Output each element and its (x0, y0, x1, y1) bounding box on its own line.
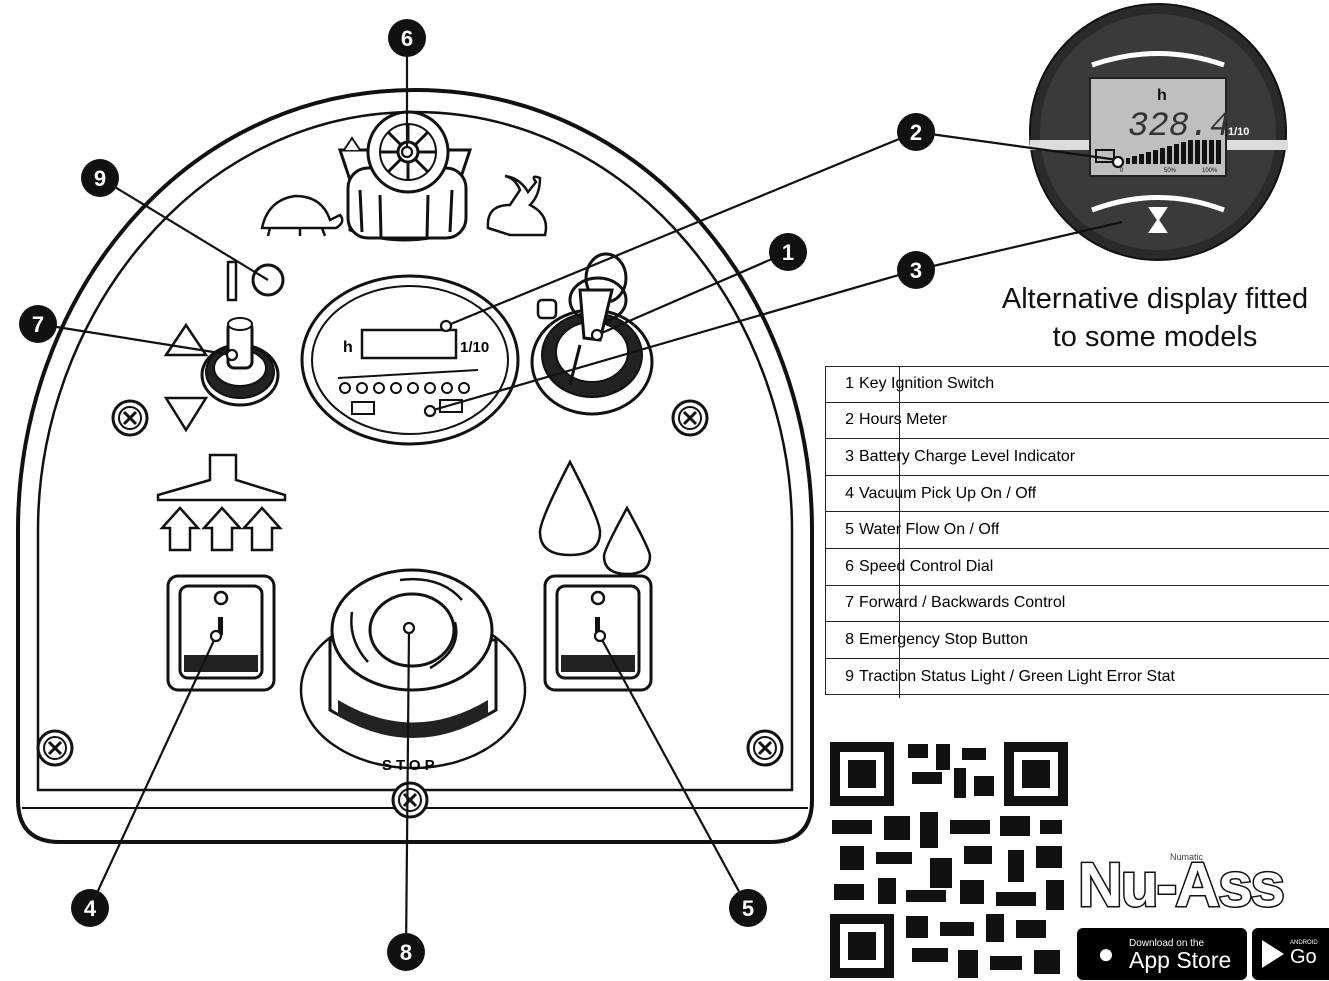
hours-meter: h 1/10 (300, 274, 520, 446)
legend-divider (899, 366, 900, 698)
legend-row: 4 Vacuum Pick Up On / Off (825, 475, 1329, 513)
hours-label: h (343, 339, 353, 356)
legend-row: 3 Battery Charge Level Indicator (825, 439, 1329, 476)
screw-icon (671, 399, 709, 437)
water-drop-icon (538, 459, 652, 576)
legend-number: 4 (845, 484, 854, 502)
legend-number: 5 (845, 521, 854, 539)
screw-icon (36, 729, 74, 767)
callout-6: 6 (388, 19, 426, 57)
legend-row: 1 Key Ignition Switch (825, 366, 1329, 403)
google-play-sub: ANDROID (1290, 940, 1318, 946)
legend-number: 3 (845, 447, 854, 465)
battery-leds (339, 382, 470, 394)
legend-number: 7 (845, 594, 854, 612)
legend-row: 8 Emergency Stop Button (825, 622, 1329, 659)
callout-9: 9 (81, 159, 119, 197)
callout-number: 7 (32, 312, 44, 337)
legend-text: Vacuum Pick Up On / Off (859, 484, 1037, 502)
callout-number: 6 (401, 26, 413, 51)
callout-1: 1 (769, 233, 807, 271)
legend-table: 1 Key Ignition Switch 2 Hours Meter 3 Batte… (825, 366, 1329, 696)
tortoise-icon (260, 194, 344, 237)
alternative-display-caption: Alternative display fitted to some model… (960, 280, 1329, 356)
hare-icon (486, 174, 548, 237)
google-play-badge[interactable]: ANDROID Go (1252, 928, 1329, 980)
caption-line-2: to some models (1052, 321, 1258, 353)
legend-text: Water Flow On / Off (859, 521, 1000, 539)
screw-icon (746, 729, 784, 767)
screw-icon (111, 399, 149, 437)
legend-row: 9 Traction Status Light / Green Light Err… (825, 658, 1329, 696)
callout-number: 8 (400, 940, 412, 965)
brand-logo: Nu-Ass (1076, 850, 1286, 922)
google-play-icon (1262, 940, 1284, 968)
callout-3: 3 (897, 251, 935, 289)
legend-text: Battery Charge Level Indicator (859, 447, 1076, 465)
stop-label: STOP (382, 757, 439, 774)
hourglass-icon (1148, 207, 1168, 233)
legend-number: 1 (845, 375, 854, 393)
legend-row: 2 Hours Meter (825, 402, 1329, 440)
app-store-badge[interactable]: ● Download on the App Store (1077, 928, 1247, 980)
callout-7: 7 (19, 305, 57, 343)
alt-scale-50: 50% (1164, 168, 1177, 174)
legend-number: 2 (845, 411, 854, 429)
callout-4: 4 (71, 889, 109, 927)
alt-tenths-label: 1/10 (1228, 126, 1249, 138)
qr-code-icon (826, 740, 1070, 981)
legend-row: 5 Water Flow On / Off (825, 512, 1329, 549)
leader-lines (37, 38, 1123, 953)
brand-tagline: Numatic (1170, 852, 1204, 862)
caption-line-1: Alternative display fitted (1001, 283, 1309, 315)
callout-number: 9 (94, 166, 106, 191)
alt-scale-0: 0 (1120, 168, 1124, 174)
callout-number: 2 (910, 120, 922, 145)
callout-number: 4 (84, 896, 97, 921)
legend-text: Traction Status Light / Green Light Erro… (859, 667, 1175, 685)
callout-number: 5 (742, 896, 754, 921)
callout-2: 2 (897, 113, 935, 151)
legend-row: 7 Forward / Backwards Control (825, 585, 1329, 623)
app-store-main: App Store (1129, 946, 1232, 973)
apple-icon: ● (1097, 938, 1115, 969)
callout-5: 5 (729, 889, 767, 927)
vacuum-icon (156, 453, 287, 552)
screw-icon (391, 781, 429, 819)
callout-number: 1 (782, 240, 794, 265)
legend-number: 9 (845, 667, 854, 685)
alternative-display: h 328.4 1/10 0 50% 100% (1029, 3, 1288, 261)
key-icon (568, 252, 628, 386)
legend-text: Emergency Stop Button (859, 630, 1028, 648)
legend-number: 8 (845, 630, 854, 648)
legend-number: 6 (845, 557, 854, 575)
alt-hours-label: h (1157, 87, 1167, 104)
google-play-main: Go (1290, 946, 1317, 968)
alt-scale-100: 100% (1202, 168, 1218, 174)
key-ignition-switch[interactable] (530, 252, 654, 416)
legend-text: Key Ignition Switch (859, 375, 995, 393)
legend-text: Speed Control Dial (859, 557, 994, 575)
alt-reading: 328.4 (1128, 108, 1230, 146)
leader-endpoints (209, 145, 1125, 643)
battery-bar (1126, 140, 1221, 164)
callout-8: 8 (387, 933, 425, 971)
callout-number: 3 (910, 258, 922, 283)
legend-row: 6 Speed Control Dial (825, 548, 1329, 586)
legend-text: Hours Meter (859, 411, 948, 429)
legend-text: Forward / Backwards Control (859, 594, 1066, 612)
app-store-sub: Download on the (1129, 937, 1205, 949)
tenths-label: 1/10 (460, 339, 489, 356)
